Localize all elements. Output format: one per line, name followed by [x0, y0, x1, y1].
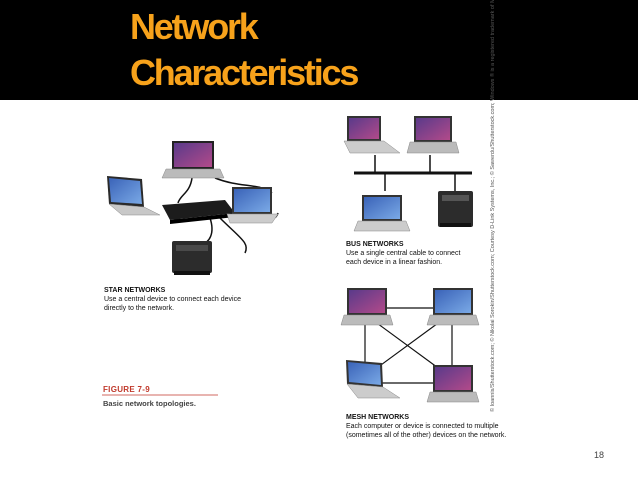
star-desc-1: Use a central device to connect each dev… [104, 296, 241, 303]
mesh-laptop-br [426, 365, 480, 403]
star-label: STAR NETWORKS Use a central device to co… [104, 286, 241, 313]
mesh-label: MESH NETWORKS Each computer or device is… [346, 413, 506, 440]
topologies-illustration [102, 116, 480, 403]
star-heading: STAR NETWORKS [104, 287, 166, 294]
star-network-diagram [107, 141, 279, 275]
bus-network-diagram [343, 116, 473, 232]
title-line-2: Characteristics [130, 52, 359, 93]
bus-laptop-3 [353, 195, 411, 232]
star-laptop-right [226, 187, 279, 224]
network-topologies-figure: STAR NETWORKS Use a central device to co… [100, 103, 515, 448]
star-desc-2: directly to the network. [104, 305, 175, 312]
star-laptop-top [161, 141, 225, 179]
image-credit: © Ioannis/Shutterstock.com; © Nikolai So… [482, 0, 496, 412]
bus-laptop-2 [406, 116, 460, 154]
star-hub [162, 200, 235, 224]
mesh-laptop-tr [426, 288, 480, 326]
bus-desc-1: Use a single central cable to connect [346, 250, 461, 257]
title-bar [0, 0, 638, 100]
figure-caption: Basic network topologies. [103, 399, 196, 408]
title-line-1: Network [130, 6, 259, 47]
star-printer [172, 241, 212, 275]
mesh-heading: MESH NETWORKS [346, 414, 409, 421]
bus-printer [438, 191, 473, 227]
star-laptop-left [107, 176, 161, 216]
mesh-laptop-tl [340, 288, 394, 326]
image-credit-text: © Ioannis/Shutterstock.com; © Nikolai So… [490, 0, 496, 412]
slide-title: Network Characteristics [130, 4, 359, 96]
mesh-laptop-bl [346, 360, 401, 399]
mesh-desc-1: Each computer or device is connected to … [346, 423, 499, 430]
bus-desc-2: each device in a linear fashion. [346, 259, 443, 266]
mesh-network-diagram [340, 288, 480, 403]
bus-heading: BUS NETWORKS [346, 241, 404, 248]
bus-laptop-1 [343, 116, 401, 154]
figure-label: FIGURE 7-9 [103, 385, 151, 394]
page-number: 18 [593, 450, 604, 460]
mesh-desc-2: (sometimes all of the other) devices on … [346, 432, 507, 439]
bus-label: BUS NETWORKS Use a single central cable … [346, 240, 460, 267]
